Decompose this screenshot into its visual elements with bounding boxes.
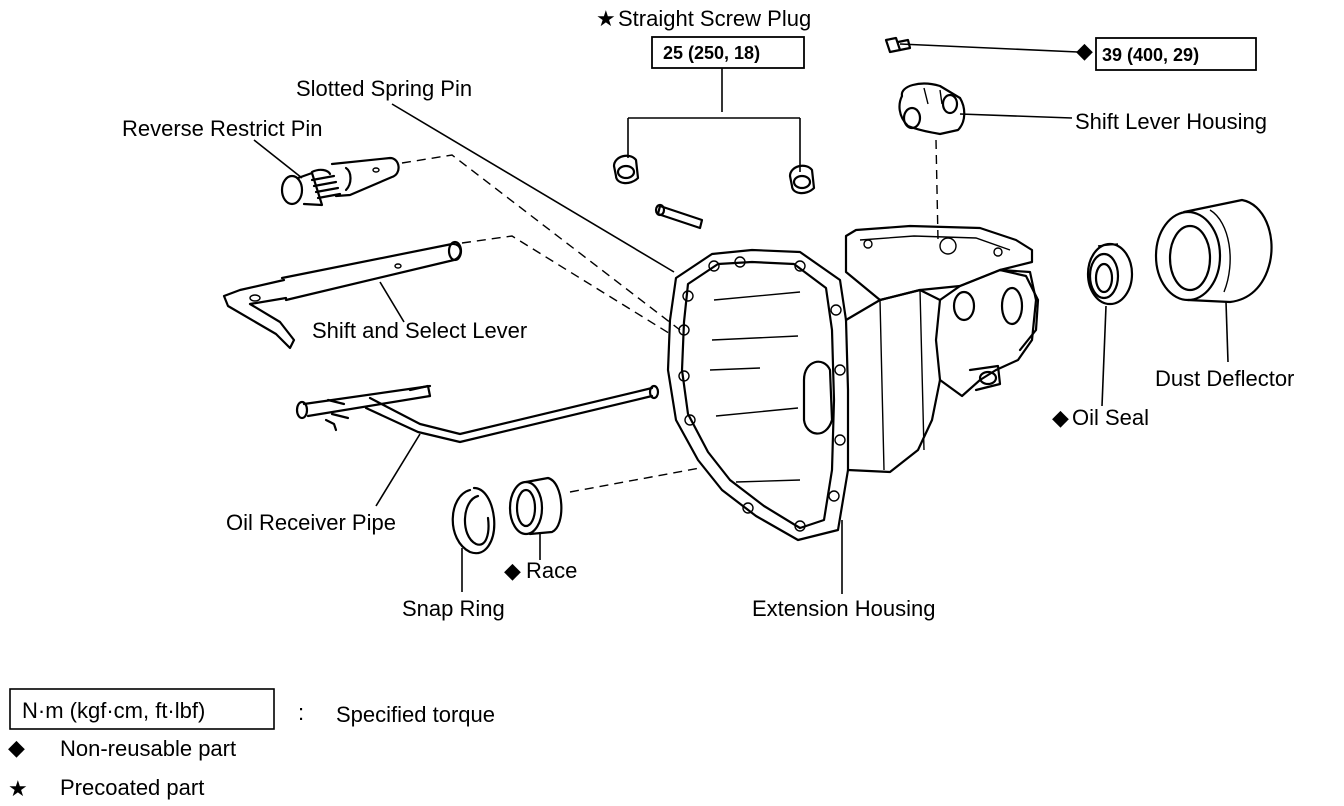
shift-lever-housing-drawing — [898, 82, 966, 136]
legend-diamond-symbol: ◆ — [8, 735, 25, 760]
extension-housing-label: Extension Housing — [752, 596, 935, 621]
dust-deflector-label: Dust Deflector — [1155, 366, 1294, 391]
race-drawing — [508, 476, 563, 536]
plug-torque-box — [651, 36, 805, 69]
oil-seal-drawing — [1086, 242, 1134, 306]
nonreusable-diamond-bolt: ◆ — [1076, 38, 1093, 63]
shift-and-select-lever-label: Shift and Select Lever — [312, 318, 527, 343]
legend-nonreusable-desc: Non-reusable part — [60, 736, 236, 761]
legend-precoated-desc: Precoated part — [60, 775, 204, 800]
straight-screw-plug-drawing — [612, 154, 816, 195]
legend-torque-unit: N·m (kgf·cm, ft·lbf) — [22, 698, 205, 723]
snap-ring-drawing — [451, 486, 496, 555]
oil-receiver-pipe-drawing — [295, 384, 660, 444]
housing-bolt-torque-value: 39 (400, 29) — [1102, 45, 1199, 65]
race-label: Race — [526, 558, 577, 583]
legend-torque-box — [9, 688, 275, 730]
straight-screw-plug-label: Straight Screw Plug — [618, 6, 811, 31]
reverse-restrict-pin-drawing — [280, 156, 400, 207]
legend-star-symbol: ★ — [8, 776, 28, 801]
reverse-restrict-pin-label: Reverse Restrict Pin — [122, 116, 323, 141]
oil-seal-label: Oil Seal — [1072, 405, 1149, 430]
extension-housing-drawing — [666, 224, 1040, 542]
nonreusable-diamond-oil-seal: ◆ — [1052, 405, 1069, 430]
legend-separator: : — [298, 700, 304, 725]
star-straight-screw-plug-label: ★ Straight Screw Plug — [596, 6, 811, 31]
oil-receiver-pipe-label: Oil Receiver Pipe — [226, 510, 396, 535]
legend-torque-desc: Specified torque — [336, 702, 495, 727]
leader-lines — [253, 43, 1229, 594]
dust-deflector-drawing — [1154, 198, 1273, 304]
slotted-spring-pin-drawing — [654, 203, 704, 230]
shift-and-select-lever-drawing — [222, 240, 463, 350]
housing-bolt-torque-box — [1095, 37, 1257, 71]
alignment-lines — [401, 139, 939, 493]
nonreusable-diamond-race: ◆ — [504, 558, 521, 583]
shift-lever-housing-label: Shift Lever Housing — [1075, 109, 1267, 134]
slotted-spring-pin-label: Slotted Spring Pin — [296, 76, 472, 101]
legend: N·m (kgf·cm, ft·lbf) : Specified torque … — [8, 688, 495, 801]
precoated-star-symbol: ★ — [596, 6, 616, 31]
snap-ring-label: Snap Ring — [402, 596, 505, 621]
plug-torque-value: 25 (250, 18) — [663, 43, 760, 63]
